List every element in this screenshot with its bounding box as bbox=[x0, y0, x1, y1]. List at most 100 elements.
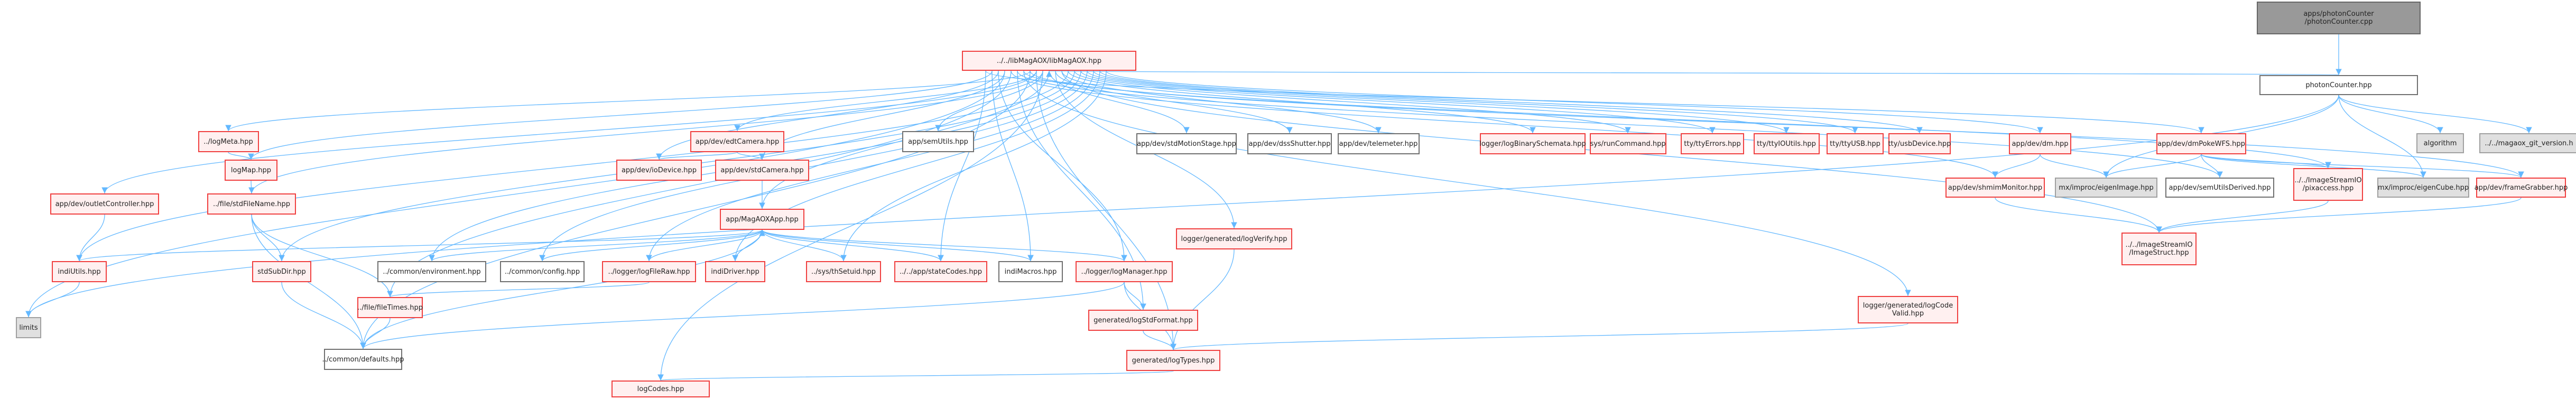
node-image-struct[interactable]: ../../ImageStreamIO /ImageStruct.hpp bbox=[2121, 233, 2197, 265]
node-dm[interactable]: app/dev/dm.hpp bbox=[2009, 133, 2071, 154]
node-tty-usb[interactable]: tty/ttyUSB.hpp bbox=[1827, 133, 1884, 154]
edge-MagAOXApp-to-indiUtils bbox=[76, 229, 763, 262]
edge-hub-to-logManager bbox=[998, 70, 1127, 262]
edge-hub-to-logCodes bbox=[657, 70, 1043, 381]
edge-MagAOXApp-to-stateCodes bbox=[762, 229, 944, 262]
node-pc[interactable]: photonCounter.hpp bbox=[2259, 75, 2418, 95]
edge-pc-to-algorithm bbox=[2338, 95, 2443, 134]
node-std-file-name[interactable]: ../file/stdFileName.hpp bbox=[207, 193, 296, 215]
node-tty-errors[interactable]: tty/ttyErrors.hpp bbox=[1681, 133, 1744, 154]
node-shmim-monitor[interactable]: app/dev/shmimMonitor.hpp bbox=[1945, 178, 2045, 198]
edge-logMeta-to-logMap bbox=[228, 152, 254, 160]
node-log-manager[interactable]: ../logger/logManager.hpp bbox=[1076, 261, 1173, 282]
node-hub[interactable]: ../../libMagAOX/libMagAOX.hpp bbox=[962, 51, 1136, 71]
node-log-verify[interactable]: logger/generated/logVerify.hpp bbox=[1176, 228, 1292, 249]
edge-hub-to-ttyErrors bbox=[1080, 70, 1716, 134]
edge-hub-to-semUtilsDerived bbox=[1017, 70, 2223, 178]
edge-logCodeValid-to-logTypes bbox=[1170, 323, 1908, 350]
node-tty-ioutils[interactable]: tty/ttyIOUtils.hpp bbox=[1753, 133, 1820, 154]
node-eigen-image[interactable]: mx/improc/eigenImage.hpp bbox=[2055, 178, 2157, 198]
edge-hub-to-runCommand bbox=[1074, 70, 1631, 134]
edge-hub-to-stdMotionStage bbox=[1049, 70, 1190, 134]
edge-pc-to-gitver bbox=[2338, 95, 2532, 134]
edge-hub-to-logBinarySchemata bbox=[1068, 70, 1536, 134]
edge-stdFileName-to-stdSubDir bbox=[251, 214, 285, 262]
node-algorithm[interactable]: algorithm bbox=[2416, 133, 2464, 153]
node-run-command[interactable]: sys/runCommand.hpp bbox=[1589, 133, 1666, 154]
edge-indiUtils-to-limits bbox=[25, 282, 80, 318]
edge-hub-to-ttyIOUtils bbox=[1087, 70, 1790, 134]
node-usb-device[interactable]: tty/usbDevice.hpp bbox=[1888, 133, 1951, 154]
edge-pc-to-limits bbox=[25, 95, 2339, 318]
edge-hub-to-edtCamera bbox=[734, 70, 1037, 132]
edge-hub-to-shmimMonitor bbox=[1011, 70, 1998, 178]
edge-dmPokeWFS-to-frameGrabber bbox=[2201, 154, 2524, 178]
node-gitver[interactable]: ../../magaox_git_version.h bbox=[2479, 133, 2576, 153]
node-mag-aoxapp[interactable]: app/MagAOXApp.hpp bbox=[720, 209, 804, 230]
node-defaults[interactable]: ../common/defaults.hpp bbox=[322, 349, 404, 370]
edge-hub-to-fileTimes bbox=[387, 70, 1012, 298]
edge-shmimMonitor-to-ImageStruct bbox=[1995, 197, 2162, 233]
node-telemeter[interactable]: app/dev/telemeter.hpp bbox=[1337, 133, 1420, 154]
node-log-types[interactable]: generated/logTypes.hpp bbox=[1126, 350, 1220, 371]
edge-hub-to-stateCodes bbox=[938, 70, 986, 262]
edge-edtCamera-to-ioDevice bbox=[656, 152, 738, 160]
edge-logStdFormat-to-logTypes bbox=[1143, 330, 1176, 350]
node-log-std-format[interactable]: generated/logStdFormat.hpp bbox=[1088, 310, 1198, 331]
node-config[interactable]: ../common/config.hpp bbox=[500, 261, 585, 282]
node-edt-camera[interactable]: app/dev/edtCamera.hpp bbox=[690, 131, 784, 152]
edge-hub-to-dm bbox=[1106, 70, 2043, 134]
node-std-sub-dir[interactable]: stdSubDir.hpp bbox=[252, 261, 311, 282]
node-sem-utils-derived[interactable]: app/dev/semUtilsDerived.hpp bbox=[2165, 178, 2274, 198]
node-state-codes[interactable]: ../../app/stateCodes.hpp bbox=[894, 261, 987, 282]
node-indi-macros[interactable]: indiMacros.hpp bbox=[998, 261, 1063, 282]
node-log-binary-schemata[interactable]: logger/logBinarySchemata.hpp bbox=[1479, 133, 1586, 154]
edge-hub-to-logCodeValid bbox=[1023, 70, 1911, 296]
node-frame-grabber[interactable]: app/dev/frameGrabber.hpp bbox=[2475, 178, 2568, 198]
node-indi-driver[interactable]: indiDriver.hpp bbox=[705, 261, 765, 282]
edge-hub-to-indiMacros bbox=[992, 70, 1034, 262]
edge-hub-to-stdFileName bbox=[248, 70, 1043, 194]
node-environment[interactable]: ../common/environment.hpp bbox=[377, 261, 486, 282]
node-dss-shutter[interactable]: app/dev/dssShutter.hpp bbox=[1247, 133, 1332, 154]
node-log-meta[interactable]: ../logMeta.hpp bbox=[198, 131, 259, 152]
node-std-camera[interactable]: app/dev/stdCamera.hpp bbox=[715, 160, 809, 181]
node-th-setuid[interactable]: ../sys/thSetuid.hpp bbox=[806, 261, 881, 282]
edge-dmPokeWFS-to-eigenCube bbox=[2201, 154, 2426, 178]
node-dm-poke-wfs[interactable]: app/dev/dmPokeWFS.hpp bbox=[2156, 133, 2246, 154]
node-root[interactable]: apps/photonCounter /photonCounter.cpp bbox=[2257, 2, 2421, 34]
edge-dmPokeWFS-to-semUtilsDerived bbox=[2201, 154, 2223, 178]
edge-hub-to-config bbox=[539, 70, 1088, 262]
node-limits[interactable]: limits bbox=[16, 317, 41, 338]
edge-hub-to-thSetuid bbox=[840, 70, 1107, 262]
node-log-map[interactable]: logMap.hpp bbox=[225, 160, 277, 181]
edge-frameGrabber-to-ImageStruct bbox=[2156, 197, 2522, 233]
edge-logTypes-to-logCodes bbox=[658, 370, 1174, 381]
edge-MagAOXApp-to-config bbox=[539, 229, 763, 262]
edge-edtCamera-to-stdCamera bbox=[737, 152, 765, 160]
edge-logMap-to-stdFileName bbox=[248, 180, 255, 194]
node-pixaccess[interactable]: ../../ImageStreamIO /pixaccess.hpp bbox=[2293, 168, 2363, 201]
edge-fileTimes-to-defaults bbox=[360, 318, 391, 349]
edge-hub-to-logFileRaw bbox=[646, 70, 1094, 262]
edge-hub-to-logMap bbox=[248, 70, 993, 160]
node-std-motion-stage[interactable]: app/dev/stdMotionStage.hpp bbox=[1136, 133, 1237, 154]
node-sem-utils[interactable]: app/semUtils.hpp bbox=[902, 131, 974, 152]
node-io-device[interactable]: app/dev/ioDevice.hpp bbox=[616, 160, 702, 181]
node-eigen-cube[interactable]: mx/improc/eigenCube.hpp bbox=[2377, 178, 2469, 198]
edge-hub-to-ioDevice bbox=[656, 70, 999, 160]
edge-logVerify-to-logTypes bbox=[1170, 249, 1235, 350]
node-log-codes[interactable]: logCodes.hpp bbox=[611, 381, 710, 397]
edge-stdFileName-to-fileTimes bbox=[251, 214, 393, 298]
edge-pc-to-eigenCube bbox=[2338, 95, 2426, 178]
node-outlet-controller[interactable]: app/dev/outletController.hpp bbox=[50, 193, 159, 215]
edge-logFileRaw-to-fileTimes bbox=[387, 282, 650, 298]
edge-hub-to-ttyUSB bbox=[1093, 70, 1858, 134]
node-log-file-raw[interactable]: ../logger/logFileRaw.hpp bbox=[602, 261, 696, 282]
node-indi-utils[interactable]: indiUtils.hpp bbox=[52, 261, 107, 282]
edge-hub-to-outletController bbox=[101, 70, 1037, 194]
node-log-code-valid[interactable]: logger/generated/logCode Valid.hpp bbox=[1858, 296, 1958, 323]
node-file-times[interactable]: ../file/fileTimes.hpp bbox=[357, 297, 423, 318]
